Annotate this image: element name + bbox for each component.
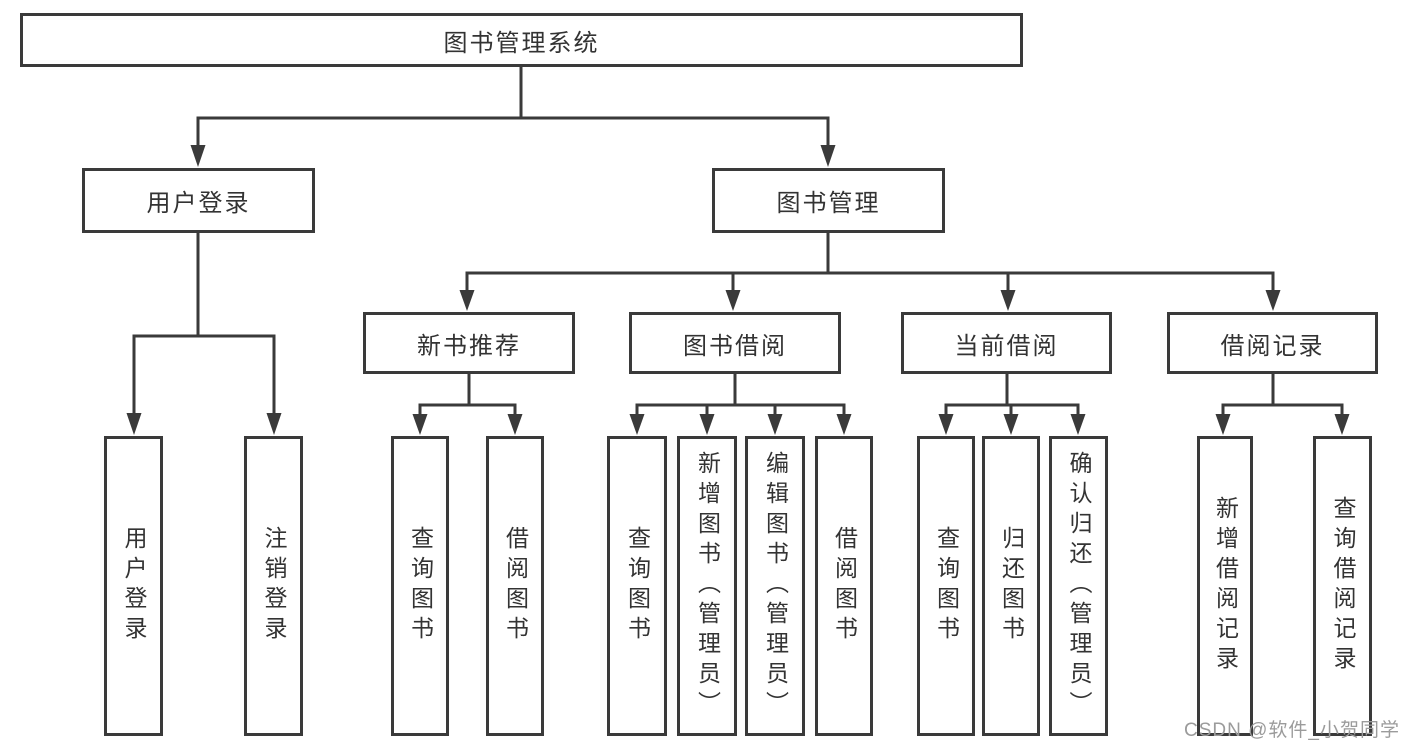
node-new-book-recommend: 新书推荐 xyxy=(363,312,575,374)
node-user-login: 用户登录 xyxy=(82,168,315,233)
node-confirm-return-admin: 确认归还（管理员） xyxy=(1049,436,1108,736)
node-query-book-2: 查询图书 xyxy=(607,436,667,736)
node-add-book-admin: 新增图书（管理员） xyxy=(677,436,737,736)
node-edit-book-admin: 编辑图书（管理员） xyxy=(745,436,805,736)
node-user-login-leaf: 用户登录 xyxy=(104,436,163,736)
node-query-book-3: 查询图书 xyxy=(917,436,975,736)
node-query-book-1: 查询图书 xyxy=(391,436,449,736)
arrowheads xyxy=(126,145,1350,435)
node-query-borrow-record: 查询借阅记录 xyxy=(1313,436,1372,736)
node-root-library-system: 图书管理系统 xyxy=(20,13,1023,67)
csdn-watermark: CSDN @软件_小贺同学 xyxy=(1184,720,1400,741)
node-current-borrow: 当前借阅 xyxy=(901,312,1112,374)
node-add-borrow-record: 新增借阅记录 xyxy=(1197,436,1253,736)
node-borrow-book-2: 借阅图书 xyxy=(815,436,873,736)
node-borrow-book-1: 借阅图书 xyxy=(486,436,544,736)
node-book-management: 图书管理 xyxy=(712,168,945,233)
node-borrow-record: 借阅记录 xyxy=(1167,312,1378,374)
node-return-book: 归还图书 xyxy=(982,436,1040,736)
node-book-borrow: 图书借阅 xyxy=(629,312,841,374)
node-logout: 注销登录 xyxy=(244,436,303,736)
